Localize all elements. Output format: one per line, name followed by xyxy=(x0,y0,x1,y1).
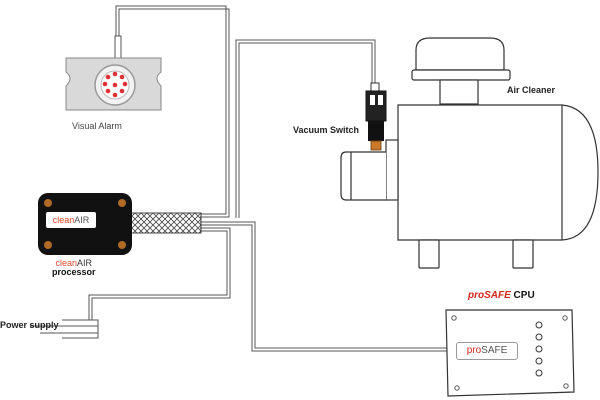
vacuum-switch xyxy=(365,82,387,151)
wire-vacuum-switch xyxy=(235,39,376,218)
cpu-screen-safe: SAFE xyxy=(481,345,508,356)
visual-alarm xyxy=(65,35,162,111)
processor-caption-word: processor xyxy=(52,267,96,277)
processor-caption-brand: clean xyxy=(55,258,78,268)
processor-screen-brand: clean xyxy=(52,215,75,225)
power-supply-label: Power supply xyxy=(0,320,59,330)
air-cleaner xyxy=(340,37,599,269)
cpu-title-cpu: CPU xyxy=(510,290,535,301)
processor-screen-suffix: AIR xyxy=(74,215,90,225)
wire-harness xyxy=(130,212,202,234)
cpu-title-pro: pro xyxy=(468,290,485,301)
wire-cpu xyxy=(200,221,448,352)
cpu-screen: proSAFE xyxy=(456,342,518,360)
cpu-title-safe: SAFE xyxy=(484,290,511,301)
vacuum-switch-label: Vacuum Switch xyxy=(293,125,360,135)
wire-alarm xyxy=(115,5,230,218)
visual-alarm-label: Visual Alarm xyxy=(72,121,122,131)
cpu-screen-pro: pro xyxy=(466,345,482,356)
air-cleaner-label: Air Cleaner xyxy=(507,85,556,95)
processor-screen: cleanAIR xyxy=(46,212,96,228)
alarm-led-ring xyxy=(102,71,128,98)
processor-caption: cleanAIR processor xyxy=(52,259,96,277)
cpu-indicator-lights xyxy=(535,321,543,377)
processor-caption-suffix: AIR xyxy=(77,258,93,268)
cpu-title: proSAFE CPU xyxy=(468,290,535,301)
wire-power-supply xyxy=(30,227,231,339)
